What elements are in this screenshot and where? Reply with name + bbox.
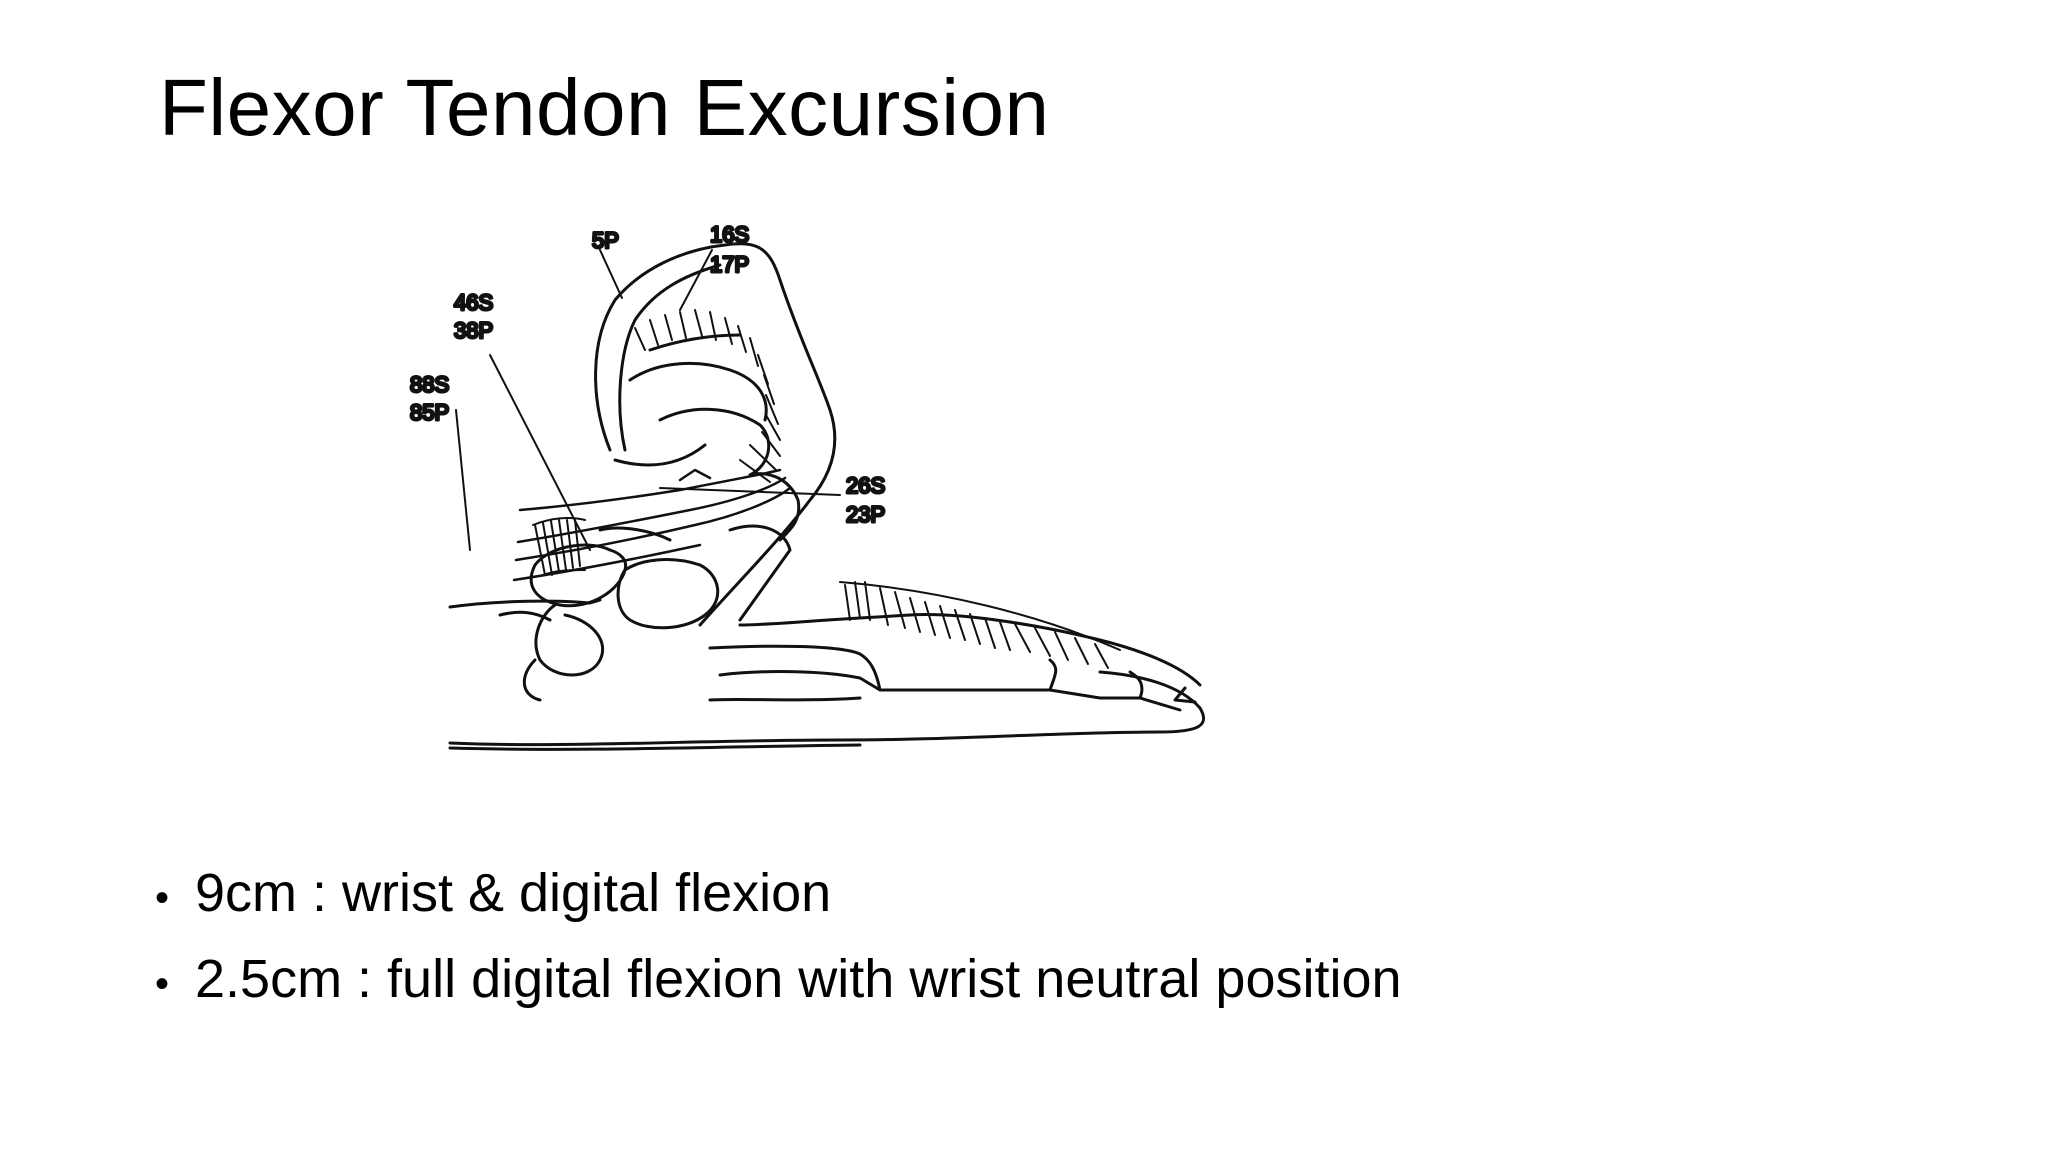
label-26s: 26S xyxy=(846,473,885,498)
bullet-text: 9cm : wrist & digital flexion xyxy=(195,863,832,923)
bullet-item: • 9cm : wrist & digital flexion xyxy=(155,862,1402,948)
label-23p: 23P xyxy=(846,502,885,527)
label-leaders xyxy=(455,249,841,551)
bullet-text: 2.5cm : full digital flexion with wrist … xyxy=(195,949,1402,1009)
label-46s: 46S xyxy=(454,290,493,315)
bullet-list: • 9cm : wrist & digital flexion • 2.5cm … xyxy=(155,862,1402,1034)
extended-sheath-hatch xyxy=(839,581,1121,669)
label-17p: 17P xyxy=(710,252,749,277)
flexed-sheath-hatch xyxy=(634,309,781,483)
wrist-bones xyxy=(498,543,720,702)
slide-title: Flexor Tendon Excursion xyxy=(159,63,1050,152)
bullet-dot: • xyxy=(155,962,170,1006)
flexed-finger xyxy=(594,242,837,627)
label-85p: 85P xyxy=(410,400,449,425)
tendon-excursion-diagram: 5P 16S 17P 46S 38P 88S 85P 26S 23P xyxy=(409,220,1470,770)
wrist-sheath-hatch xyxy=(532,516,586,577)
label-38p: 38P xyxy=(454,318,493,343)
bullet-dot: • xyxy=(155,876,170,920)
label-16s: 16S xyxy=(710,222,749,247)
label-5p: 5P xyxy=(592,228,619,253)
bullet-item: • 2.5cm : full digital flexion with wris… xyxy=(155,948,1402,1034)
extended-finger xyxy=(708,613,1202,712)
label-88s: 88S xyxy=(410,372,449,397)
